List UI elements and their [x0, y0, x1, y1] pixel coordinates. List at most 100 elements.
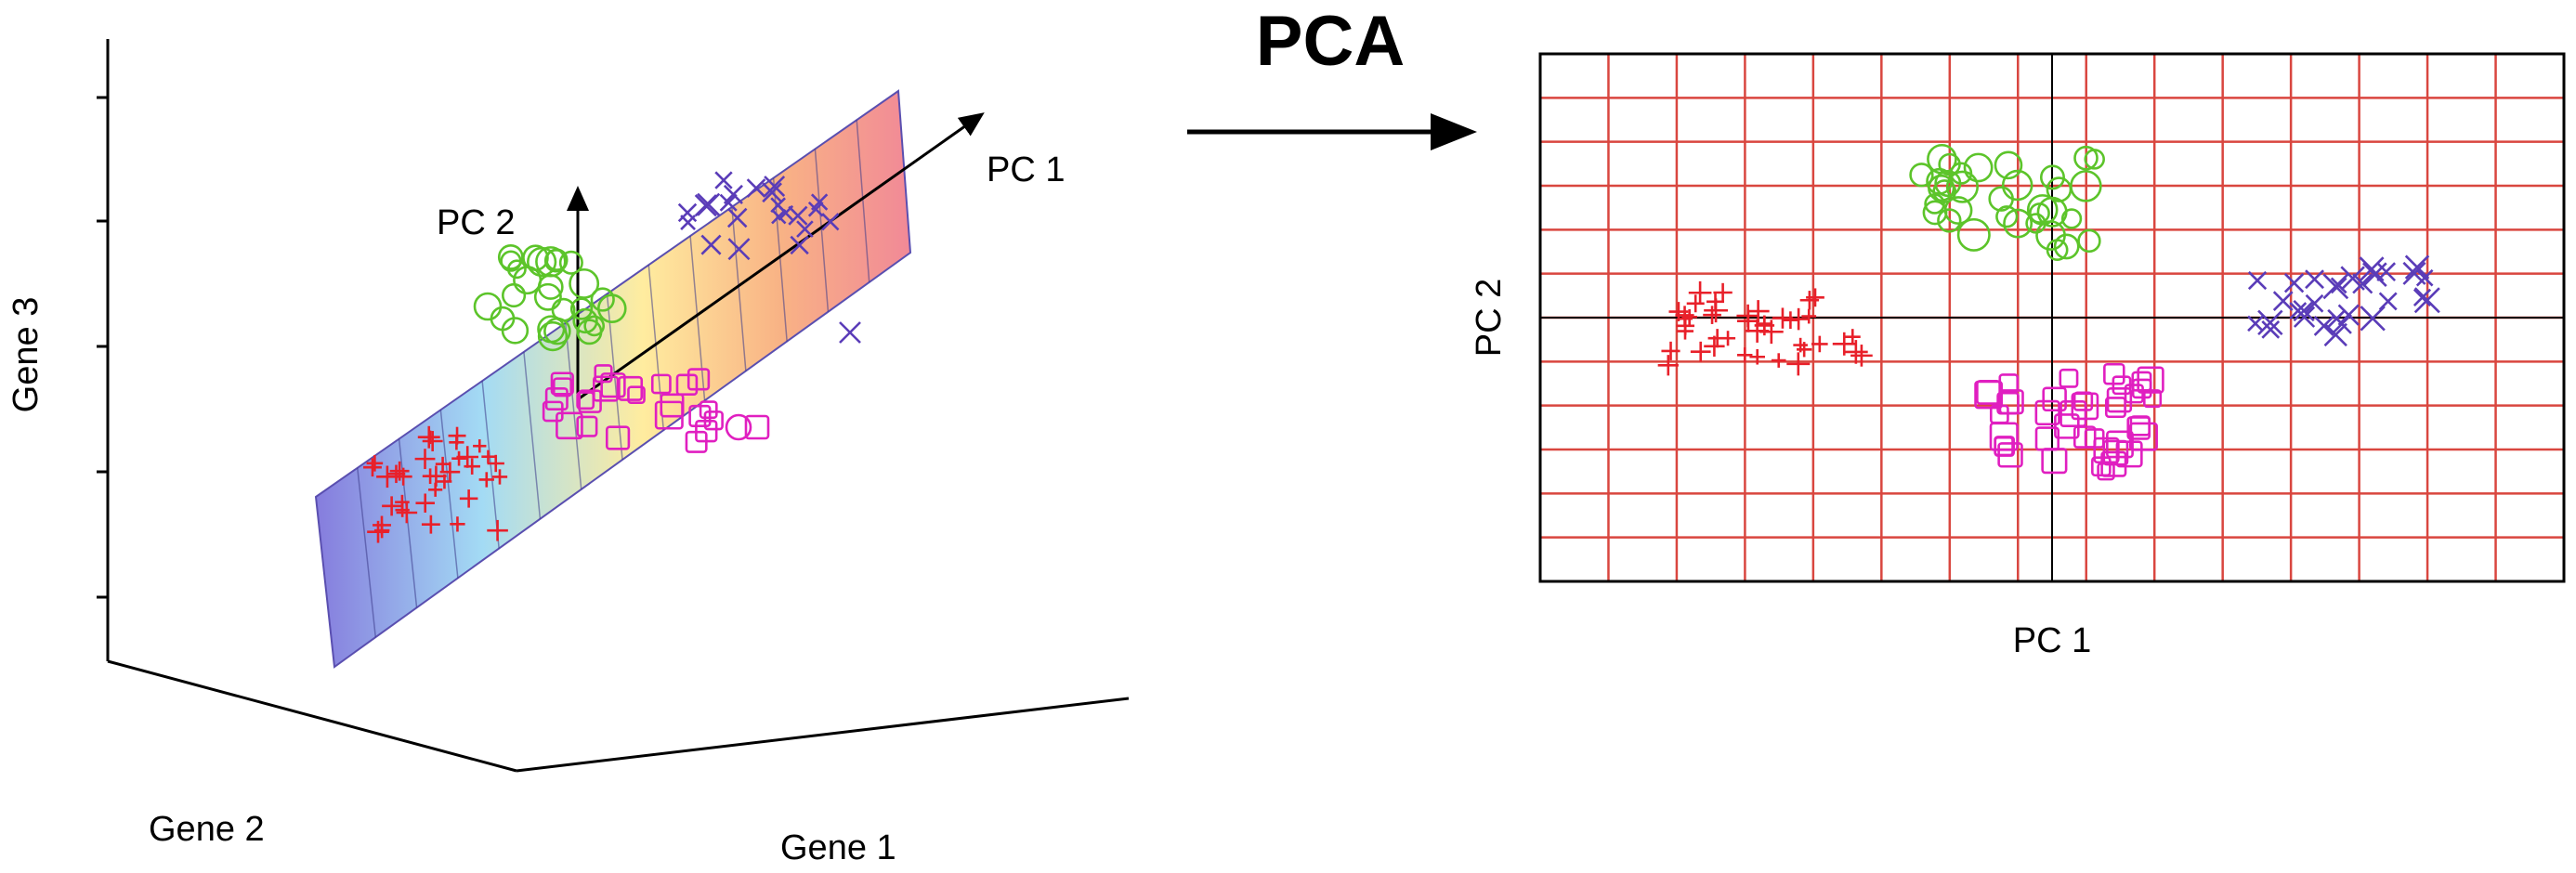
purple-point: [680, 215, 697, 230]
magenta-point: [576, 415, 598, 437]
red-point: [1806, 288, 1824, 307]
green-point: [1956, 217, 1991, 252]
right-scatter-points: [1657, 143, 2440, 481]
red-point: [459, 489, 478, 508]
green-point: [2046, 176, 2073, 202]
magenta-point: [2073, 391, 2094, 411]
gene1-axis-label: Gene 1: [780, 828, 896, 867]
magenta-point: [1976, 379, 2001, 405]
green-point: [597, 293, 627, 323]
purple-point: [2305, 293, 2324, 313]
purple-point: [2322, 273, 2349, 300]
magenta-point: [576, 391, 595, 410]
purple-point: [2247, 270, 2268, 291]
red-point: [487, 454, 504, 473]
magenta-point: [2041, 448, 2068, 475]
green-point: [576, 319, 603, 345]
green-point: [1934, 170, 1962, 198]
red-point: [1707, 329, 1727, 348]
magenta-point: [699, 400, 718, 420]
red-point: [491, 469, 508, 485]
green-point: [1937, 208, 1962, 233]
gene2-axis-label: Gene 2: [149, 810, 265, 849]
magenta-point: [2106, 387, 2133, 413]
red-point: [1704, 335, 1725, 357]
red-point: [421, 515, 440, 534]
red-point: [487, 519, 508, 541]
red-point: [415, 493, 435, 513]
purple-point: [788, 205, 808, 226]
pc1-axis-arrow: [577, 112, 985, 401]
magenta-point: [593, 375, 620, 402]
purple-point: [700, 234, 722, 255]
purple-point: [2313, 315, 2334, 336]
green-point: [537, 315, 566, 344]
red-point: [1686, 294, 1705, 313]
magenta-point: [1974, 380, 2003, 410]
plane-stripe: [357, 467, 377, 638]
green-point: [590, 287, 615, 312]
magenta-point: [725, 413, 752, 441]
green-point: [569, 297, 594, 320]
magenta-point: [2102, 439, 2129, 466]
plane-stripe: [481, 381, 500, 549]
purple-point: [2289, 302, 2308, 319]
magenta-point: [688, 404, 712, 428]
red-point: [1703, 306, 1721, 324]
magenta-point: [2091, 456, 2112, 477]
magenta-point: [544, 387, 569, 411]
purple-point: [2323, 322, 2347, 347]
red-point: [1690, 341, 1711, 362]
red-point: [422, 431, 443, 451]
left-3d-panel: Gene 3 Gene 2 Gene 1 PC 1 PC 2: [7, 39, 1130, 867]
magenta-point: [654, 400, 684, 430]
red-point: [439, 462, 461, 483]
green-point: [572, 307, 598, 334]
plane-stripe: [772, 177, 788, 342]
magenta-point: [2104, 397, 2126, 419]
purple-point: [2404, 254, 2430, 280]
right-arrow-head-icon: [1431, 113, 1477, 150]
magenta-point: [2126, 416, 2151, 440]
green-point: [1909, 163, 1934, 188]
red-point: [1844, 329, 1861, 345]
red-point: [1676, 322, 1694, 340]
purple-point: [2360, 306, 2386, 332]
magenta-point: [627, 385, 646, 405]
red-point: [1811, 335, 1828, 353]
plane-stripe: [731, 206, 747, 371]
red-point: [478, 472, 494, 488]
red-point: [1704, 298, 1729, 323]
magenta-point: [605, 425, 631, 450]
red-point: [1832, 332, 1856, 356]
purple-point: [677, 202, 698, 223]
red-point: [1657, 355, 1679, 376]
red-point: [435, 456, 451, 472]
purple-point: [810, 193, 829, 211]
magenta-point: [1998, 373, 2020, 394]
pc2-axis-label: PC 2: [437, 203, 515, 242]
red-point: [373, 522, 390, 539]
green-point: [500, 250, 522, 272]
red-point: [456, 446, 478, 468]
plane-stripe: [689, 236, 706, 401]
magenta-point: [2042, 386, 2067, 412]
green-point: [501, 282, 527, 308]
red-point: [389, 461, 410, 481]
pca-transform: PCA: [1187, 2, 1477, 150]
purple-point: [764, 176, 786, 198]
magenta-point: [1994, 436, 2015, 457]
purple-point: [778, 204, 794, 221]
magenta-point: [550, 371, 574, 396]
red-point: [366, 455, 384, 472]
red-point: [1797, 342, 1812, 358]
purple-point: [2327, 308, 2347, 329]
green-point: [2073, 145, 2099, 171]
purple-point: [821, 213, 840, 231]
red-point: [422, 468, 438, 485]
green-point: [2060, 208, 2083, 229]
purple-point: [2305, 269, 2324, 290]
red-point: [1713, 282, 1733, 303]
